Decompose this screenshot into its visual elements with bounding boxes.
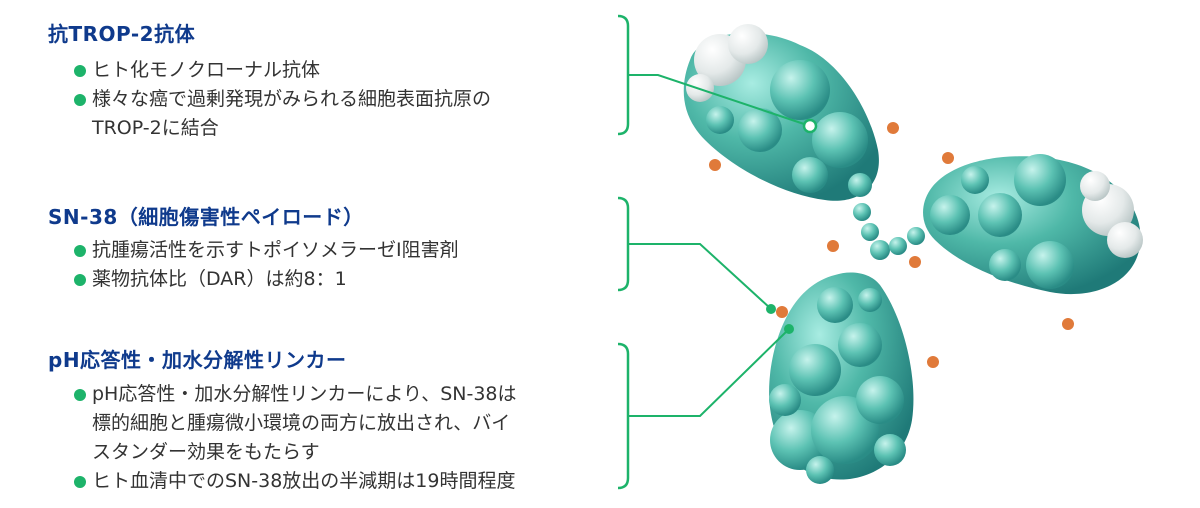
leader-line-3: [628, 324, 794, 417]
bullet-half-life: ヒト血清中でのSN-38放出の半減期は19時間程度: [74, 467, 517, 496]
bracket-3: [617, 342, 630, 490]
section-title-sn38: SN-38（細胞傷害性ペイロード）: [48, 205, 364, 229]
section-title-anti-trop2: 抗TROP-2抗体: [48, 22, 196, 46]
leader-line-1: [628, 74, 818, 134]
bullet-trop2-binding: 様々な癌で過剰発現がみられる細胞表面抗原の TROP-2に結合: [74, 85, 491, 143]
antibody-hinge: [853, 203, 925, 260]
bullet-dar: 薬物抗体比（DAR）は約8：1: [74, 265, 459, 294]
antibody-fc-region: [769, 272, 914, 484]
antibody-fab-right: [923, 154, 1143, 295]
leader-line-2: [628, 243, 776, 314]
bracket-2: [617, 196, 630, 292]
section-title-linker: pH応答性・加水分解性リンカー: [48, 348, 347, 372]
bullet-linker-release: pH応答性・加水分解性リンカーにより、SN-38は 標的細胞と腫瘍微小環境の両方…: [74, 380, 517, 467]
payload-markers: [709, 122, 1074, 368]
section-list-anti-trop2: ヒト化モノクローナル抗体 様々な癌で過剰発現がみられる細胞表面抗原の TROP-…: [74, 56, 491, 143]
antibody-fab-left: [683, 24, 879, 201]
section-list-sn38: 抗腫瘍活性を示すトポイソメラーゼI阻害剤 薬物抗体比（DAR）は約8：1: [74, 236, 459, 294]
bracket-1: [617, 14, 630, 136]
section-list-linker: pH応答性・加水分解性リンカーにより、SN-38は 標的細胞と腫瘍微小環境の両方…: [74, 380, 517, 496]
bullet-topoisomerase-inhibitor: 抗腫瘍活性を示すトポイソメラーゼI阻害剤: [74, 236, 459, 265]
bullet-humanized-antibody: ヒト化モノクローナル抗体: [74, 56, 491, 85]
